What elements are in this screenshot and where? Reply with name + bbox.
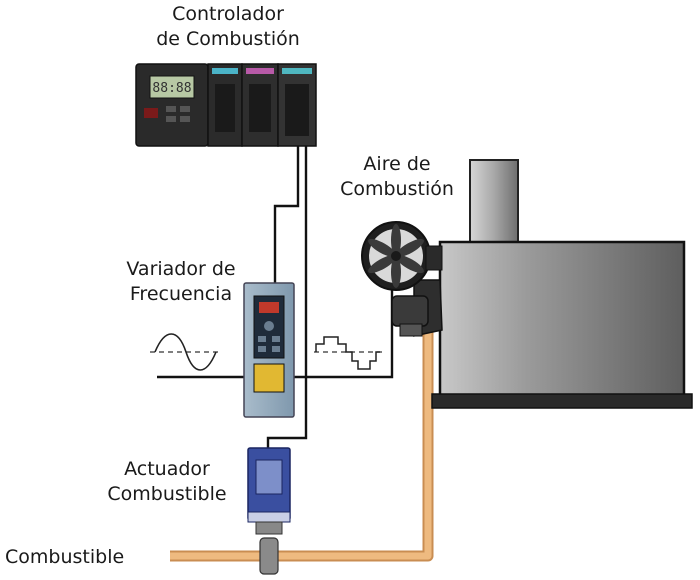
combustion-controller: 88:88 bbox=[135, 63, 317, 147]
frequency-drive-label: Variador de Frecuencia bbox=[120, 257, 242, 307]
controller-display bbox=[149, 75, 195, 99]
controller-label-line-1: Controlador bbox=[172, 3, 284, 25]
fan-icon bbox=[368, 224, 424, 288]
vfd-warning-label bbox=[253, 363, 285, 393]
stepped-wave-icon bbox=[314, 336, 382, 370]
signal-wires bbox=[157, 146, 394, 448]
frequency-drive-label-line-2: Frecuencia bbox=[129, 283, 233, 305]
combustion-air-label: Aire de Combustión bbox=[332, 152, 462, 202]
boiler-stack bbox=[469, 159, 519, 249]
fuel-actuator-label: Actuador Combustible bbox=[100, 457, 234, 507]
fuel-actuator-label-line-1: Actuador bbox=[124, 458, 210, 480]
controller-module-2 bbox=[241, 63, 279, 147]
boiler bbox=[431, 159, 693, 409]
combustion-air-label-line-2: Combustión bbox=[340, 178, 454, 200]
controller-label-line-2: de Combustión bbox=[156, 28, 300, 50]
combustion-air-label-line-1: Aire de bbox=[363, 153, 431, 175]
frequency-drive-label-line-1: Variador de bbox=[126, 258, 236, 280]
fuel-label: Combustible bbox=[5, 546, 125, 568]
boiler-body bbox=[438, 240, 686, 398]
frequency-drive bbox=[243, 282, 295, 418]
fuel-actuator bbox=[247, 447, 291, 575]
fuel-pipe bbox=[170, 332, 434, 562]
boiler-base bbox=[431, 393, 693, 409]
sine-wave-icon bbox=[150, 333, 222, 371]
controller-display-text: 88:88 bbox=[152, 81, 191, 96]
fuel-valve bbox=[259, 537, 279, 575]
burner-fan bbox=[361, 221, 443, 337]
controller-label: Controlador de Combustión bbox=[140, 2, 316, 52]
fuel-actuator-label-line-2: Combustible bbox=[107, 483, 227, 505]
